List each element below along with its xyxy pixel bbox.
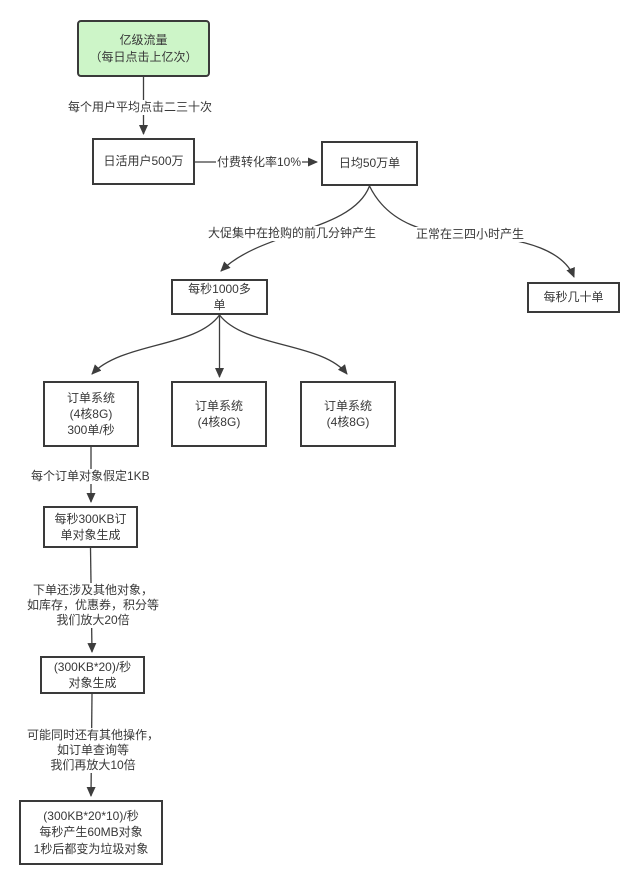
edge-label-amplify-10x: 可能同时还有其他操作， 如订单查询等 我们再放大10倍 [18,728,168,773]
edge-peak-to-sys1 [91,314,221,375]
node-amplified-20x: (300KB*20)/秒 对象生成 [40,656,145,694]
edge-label-amplify-20x: 下单还涉及其他对象， 如库存，优惠券，积分等 我们放大20倍 [16,583,170,628]
edge-peak-to-sys3 [218,314,348,375]
node-daily-orders: 日均50万单 [321,141,418,186]
node-traffic-scale: 亿级流量 （每日点击上亿次） [77,20,210,77]
node-300kb-per-second: 每秒300KB订 单对象生成 [43,506,138,548]
edge-label-promo-burst: 大促集中在抢购的前几分钟产生 [207,226,378,241]
node-peak-orders-per-second: 每秒1000多 单 [171,279,268,315]
node-order-system-3: 订单系统 (4核8G) [300,381,396,447]
node-final-60mb-garbage: (300KB*20*10)/秒 每秒产生60MB对象 1秒后都变为垃圾对象 [19,800,163,865]
edge-label-normal-time: 正常在三四小时产生 [415,227,526,242]
node-daily-active-users: 日活用户500万 [92,138,195,185]
node-order-system-1: 订单系统 (4核8G) 300单/秒 [43,381,139,447]
edge-label-avg-clicks: 每个用户平均点击二三十次 [67,100,214,115]
node-order-system-2: 订单系统 (4核8G) [171,381,267,447]
edge-label-conversion-rate: 付费转化率10% [216,155,303,170]
edge-label-per-order-size: 每个订单对象假定1KB [30,469,151,484]
node-normal-orders-per-second: 每秒几十单 [527,282,620,313]
